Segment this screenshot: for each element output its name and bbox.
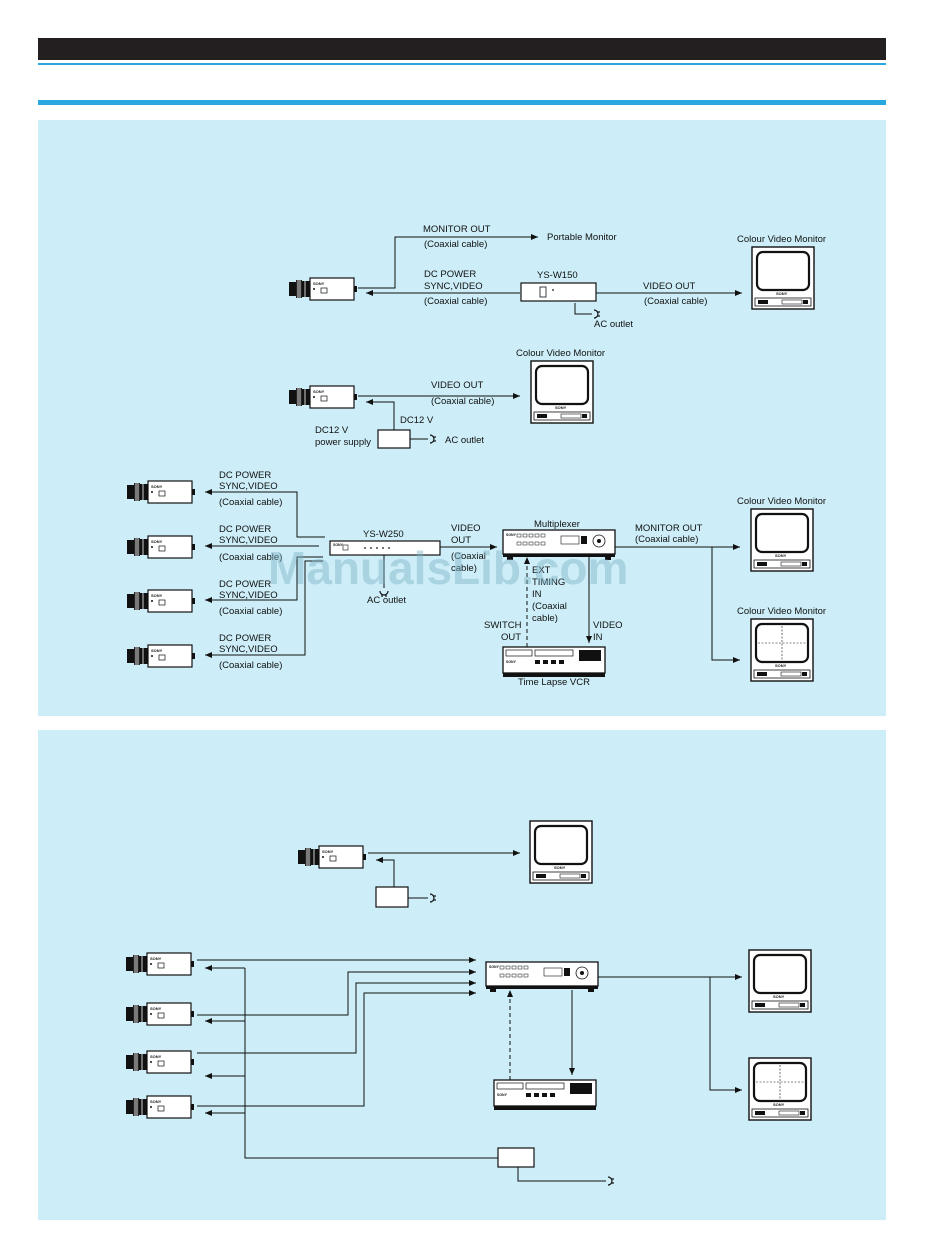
label-ext: EXT <box>532 565 551 576</box>
label-coaxial-cable: (Coaxial cable) <box>424 296 487 307</box>
label-video: VIDEO <box>593 620 623 631</box>
colour-monitor-icon <box>749 507 815 573</box>
camera-icon <box>126 589 196 613</box>
label-power-supply: power supply <box>315 437 371 448</box>
label-time-lapse-vcr: Time Lapse VCR <box>518 677 590 688</box>
label-cable-close: cable) <box>451 563 477 574</box>
label-dc-power: DC POWER <box>424 269 476 280</box>
label-coaxial-cable: (Coaxial cable) <box>424 239 487 250</box>
label-dc-power: DC POWER <box>219 579 271 590</box>
label-dc-power: DC POWER <box>219 524 271 535</box>
camera-icon <box>125 1095 195 1119</box>
label-out: OUT <box>501 632 521 643</box>
label-ac-outlet: AC outlet <box>445 435 484 446</box>
ac-plug-icon <box>607 1176 615 1186</box>
label-sync-video: SYNC,VIDEO <box>219 481 278 492</box>
ys-w250-unit: SONY <box>329 540 441 556</box>
label-in: IN <box>532 589 542 600</box>
power-supply-box <box>497 1147 535 1168</box>
label-coaxial-cable: (Coaxial cable) <box>219 552 282 563</box>
label-colour-video-monitor: Colour Video Monitor <box>516 348 605 359</box>
camera-icon <box>297 845 367 869</box>
label-ys-w150: YS-W150 <box>537 270 578 281</box>
label-video: VIDEO <box>451 523 481 534</box>
camera-icon <box>126 535 196 559</box>
label-coaxial-cable: (Coaxial cable) <box>219 606 282 617</box>
label-dc12v: DC12 V <box>400 415 434 426</box>
camera-icon <box>125 1002 195 1026</box>
colour-monitor-icon <box>528 819 594 885</box>
label-colour-video-monitor: Colour Video Monitor <box>737 606 826 617</box>
label-monitor-out: MONITOR OUT <box>635 523 703 534</box>
label-ac-outlet: AC outlet <box>367 595 406 606</box>
colour-monitor-quad-icon <box>749 617 815 683</box>
watermark: ManualsLib.com <box>268 542 628 594</box>
label-cable-close: cable) <box>532 613 558 624</box>
header-bar <box>38 38 886 60</box>
colour-monitor-icon <box>750 245 816 311</box>
ac-plug-icon <box>429 893 437 903</box>
label-portable-monitor: Portable Monitor <box>547 232 617 243</box>
colour-monitor-icon <box>529 359 595 425</box>
power-supply-box <box>375 886 409 908</box>
multiplexer-unit <box>485 961 599 993</box>
label-coaxial-cable: (Coaxial cable) <box>431 396 494 407</box>
label-dc-power: DC POWER <box>219 470 271 481</box>
camera-icon <box>126 480 196 504</box>
camera-icon <box>126 644 196 668</box>
ac-plug-icon <box>593 309 601 319</box>
label-monitor-out: MONITOR OUT <box>423 224 491 235</box>
colour-monitor-icon <box>747 948 813 1014</box>
label-ac-outlet: AC outlet <box>594 319 633 330</box>
label-video-out: VIDEO OUT <box>431 380 483 391</box>
svg-text:SONY: SONY <box>333 543 344 547</box>
label-video-out: VIDEO OUT <box>643 281 695 292</box>
label-sync-video: SYNC,VIDEO <box>219 644 278 655</box>
ys-w150-unit <box>520 282 597 302</box>
camera-icon <box>125 1050 195 1074</box>
label-coaxial-open: (Coaxial <box>532 601 567 612</box>
label-ys-w250: YS-W250 <box>363 529 404 540</box>
dc12v-power-supply <box>377 429 411 449</box>
label-colour-video-monitor: Colour Video Monitor <box>737 234 826 245</box>
header-rule <box>38 63 886 65</box>
label-coaxial-open: (Coaxial <box>451 551 486 562</box>
label-sync-video: SYNC,VIDEO <box>219 590 278 601</box>
label-multiplexer: Multiplexer <box>534 519 580 530</box>
diagram-panel-1 <box>38 120 886 716</box>
camera-icon <box>288 385 358 409</box>
label-dc-power: DC POWER <box>219 633 271 644</box>
label-coaxial-cable: (Coaxial cable) <box>219 497 282 508</box>
time-lapse-vcr-unit <box>502 646 606 678</box>
label-coaxial-cable: (Coaxial cable) <box>644 296 707 307</box>
camera-icon <box>125 952 195 976</box>
label-out: OUT <box>451 535 471 546</box>
colour-monitor-quad-icon <box>747 1056 813 1122</box>
time-lapse-vcr-unit <box>493 1079 597 1111</box>
label-switch: SWITCH <box>484 620 522 631</box>
camera-icon <box>288 277 358 301</box>
label-sync-video: SYNC,VIDEO <box>219 535 278 546</box>
label-dc12v: DC12 V <box>315 425 349 436</box>
label-coaxial-cable: (Coaxial cable) <box>219 660 282 671</box>
label-coaxial-cable: (Coaxial cable) <box>635 534 698 545</box>
label-timing: TIMING <box>532 577 565 588</box>
label-in: IN <box>593 632 603 643</box>
section-rule <box>38 100 886 105</box>
label-sync-video: SYNC,VIDEO <box>424 281 483 292</box>
label-colour-video-monitor: Colour Video Monitor <box>737 496 826 507</box>
ac-plug-icon <box>429 434 437 444</box>
